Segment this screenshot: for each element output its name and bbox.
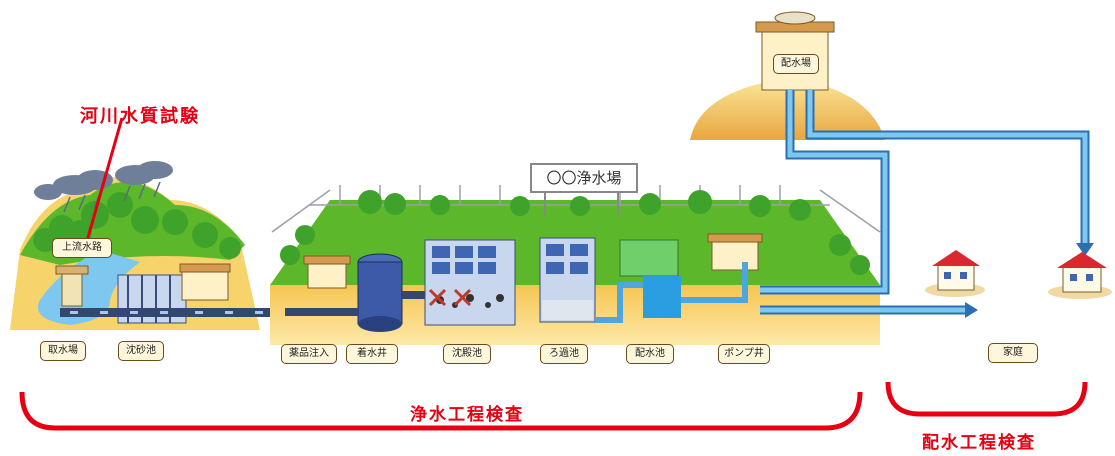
- distribution-reservoir-label: 配水池: [626, 344, 674, 364]
- household-label: 家庭: [988, 343, 1038, 363]
- arrow-icon: [965, 302, 978, 318]
- sedimentation-label: 沈殿池: [443, 344, 491, 364]
- treatment-plant: [270, 185, 881, 345]
- filtration-label: ろ過池: [540, 344, 588, 364]
- sedimentation-structure: [424, 239, 516, 326]
- intake-label: 取水場: [40, 341, 86, 361]
- purification-inspection-label: 浄水工程検査: [410, 405, 524, 425]
- house-icon: [925, 250, 985, 297]
- purification-brace: [19, 391, 863, 431]
- intake-pipe: [60, 308, 285, 317]
- filtration-structure: [539, 237, 596, 323]
- distribution-inspection-label: 配水工程検査: [922, 433, 1036, 453]
- receiving-well-label: 着水井: [346, 344, 398, 364]
- intake-structure: [55, 265, 89, 307]
- grit-basin-label: 沈砂池: [118, 341, 164, 361]
- river-test-label: 河川水質試験: [80, 106, 200, 127]
- distribution-brace: [885, 381, 1088, 417]
- mountain-area: [10, 161, 260, 330]
- distribution-reservoir-structure: [619, 239, 681, 318]
- distribution-station-label: 配水場: [773, 54, 819, 74]
- pump-well-label: ポンプ井: [718, 344, 770, 364]
- chemical-label: 薬品注入: [281, 344, 337, 364]
- house-icon: [1048, 252, 1112, 299]
- arrow-icon: [1076, 243, 1094, 256]
- upstream-label: 上流水路: [52, 238, 112, 258]
- receiving-well-structure: [357, 253, 403, 332]
- plant-sign: 〇〇浄水場: [530, 163, 638, 193]
- river-test-pointer: [83, 117, 124, 249]
